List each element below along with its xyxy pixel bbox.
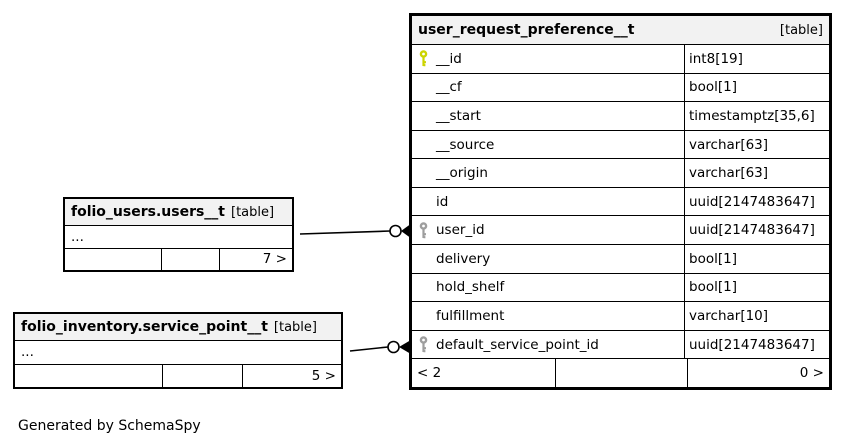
column-row-id: id uuid[2147483647] [412, 186, 829, 216]
column-type: bool[1] [689, 279, 737, 296]
table-header[interactable]: user_request_preference__t [table] [412, 16, 829, 44]
column-type: varchar[63] [689, 165, 769, 182]
table-title: folio_inventory.service_point__t [21, 319, 268, 335]
table-footer: 7 > [65, 247, 292, 270]
column-row-id-pk: __id int8[19] [412, 44, 829, 73]
footer-parents-count [65, 248, 162, 270]
column-type: uuid[2147483647] [689, 193, 815, 210]
table-title: folio_users.users__t [71, 204, 225, 220]
table-type-badge: [table] [273, 319, 317, 335]
footer-spacer [556, 359, 688, 387]
column-type: int8[19] [689, 50, 743, 67]
column-name: id [436, 193, 449, 210]
footer-children-count: 5 > [311, 367, 336, 384]
column-type: varchar[63] [689, 136, 769, 153]
fk-connector-default-service-point-id [349, 340, 410, 354]
column-name: default_service_point_id [436, 336, 599, 353]
table-node-folio-inventory-service-point-t: folio_inventory.service_point__t [table]… [13, 312, 343, 389]
column-name: delivery [436, 250, 491, 267]
table-node-folio-users-users-t: folio_users.users__t [table] ... 7 > [63, 197, 294, 272]
column-type: bool[1] [689, 250, 737, 267]
table-type-badge: [table] [231, 204, 275, 220]
column-row-user-id: user_id uuid[2147483647] [412, 215, 829, 245]
table-footer: 5 > [15, 363, 341, 387]
table-footer: < 2 0 > [412, 358, 829, 387]
column-name: user_id [436, 222, 485, 239]
column-type: varchar[10] [689, 307, 769, 324]
generated-by-caption: Generated by SchemaSpy [18, 418, 201, 434]
column-type: uuid[2147483647] [689, 222, 815, 239]
column-name: __id [436, 50, 462, 67]
column-name: __start [436, 107, 481, 124]
column-name: fulfillment [436, 307, 505, 324]
column-row-hold-shelf: hold_shelf bool[1] [412, 272, 829, 302]
columns-ellipsis: ... [65, 225, 292, 248]
footer-spacer [162, 248, 220, 270]
column-name: hold_shelf [436, 279, 505, 296]
table-type-badge: [table] [779, 22, 823, 38]
column-name: __cf [436, 79, 462, 96]
footer-parents-count: < 2 [412, 359, 556, 387]
column-type: bool[1] [689, 79, 737, 96]
column-row-delivery: delivery bool[1] [412, 244, 829, 273]
table-title: user_request_preference__t [418, 22, 635, 38]
foreign-key-icon [418, 221, 436, 239]
primary-key-icon [418, 50, 436, 67]
column-row-start: __start timestamptz[35,6] [412, 101, 829, 130]
column-type: timestamptz[35,6] [689, 107, 815, 124]
column-row-cf: __cf bool[1] [412, 72, 829, 102]
table-header[interactable]: folio_inventory.service_point__t [table] [15, 314, 341, 340]
footer-spacer [163, 364, 243, 387]
table-header[interactable]: folio_users.users__t [table] [65, 199, 292, 225]
fk-connector-user-id [299, 224, 410, 238]
column-name: __origin [436, 165, 488, 182]
footer-parents-count [15, 364, 163, 387]
column-row-source: __source varchar[63] [412, 129, 829, 159]
column-row-fulfillment: fulfillment varchar[10] [412, 301, 829, 330]
column-row-default-service-point-id: default_service_point_id uuid[2147483647… [412, 329, 829, 359]
column-name: __source [436, 136, 495, 153]
foreign-key-icon [418, 336, 436, 353]
column-row-origin: __origin varchar[63] [412, 158, 829, 187]
footer-children-count: 7 > [262, 251, 287, 268]
columns-ellipsis: ... [15, 340, 341, 364]
column-type: uuid[2147483647] [689, 336, 815, 353]
table-node-user-request-preference-t: user_request_preference__t [table] __id … [409, 13, 832, 390]
footer-children-count: 0 > [799, 365, 824, 382]
